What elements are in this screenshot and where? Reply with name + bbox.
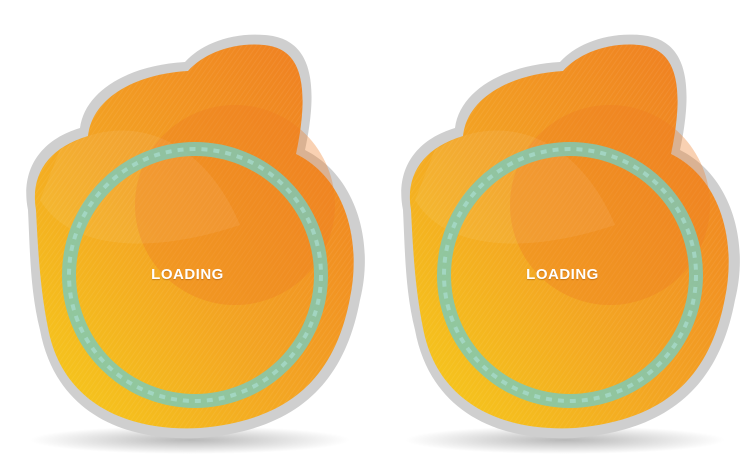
loader-widget: LOADING: [26, 34, 365, 454]
drop-shadow: [405, 426, 725, 454]
loader-widget: LOADING: [375, 0, 750, 468]
loader-graphic: [401, 34, 740, 454]
drop-shadow: [30, 426, 350, 454]
loading-label: LOADING: [526, 266, 599, 283]
loader-graphic: [26, 34, 365, 454]
loading-label: LOADING: [151, 266, 224, 283]
